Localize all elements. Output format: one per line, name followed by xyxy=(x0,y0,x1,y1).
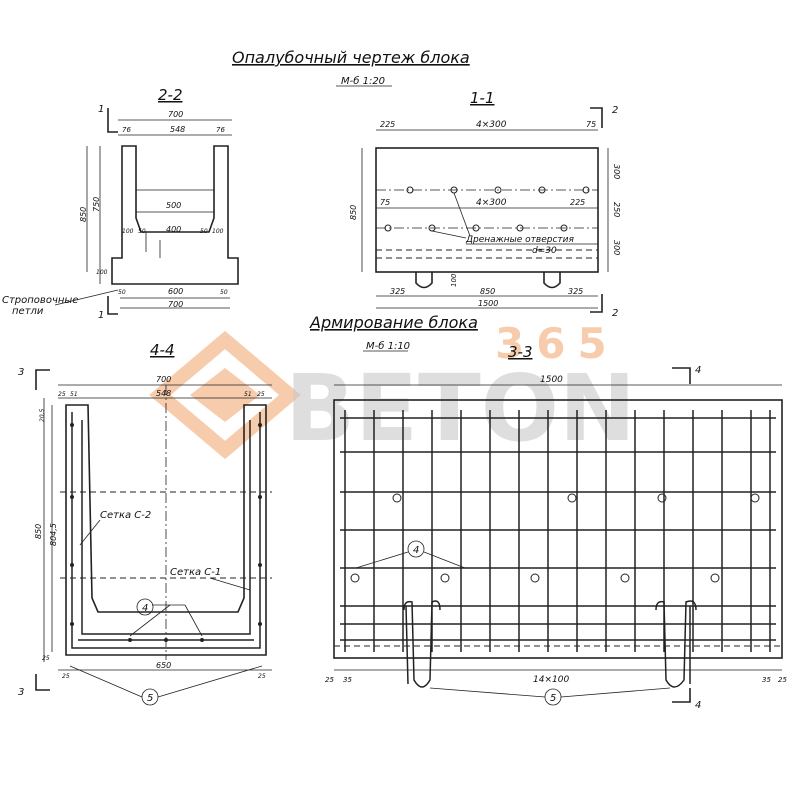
dim-44-650: 650 xyxy=(156,661,171,670)
dim-11-850-bottom: 850 xyxy=(480,287,495,296)
dim-11-325-right: 325 xyxy=(568,287,583,296)
dim-44-51-left: 51 xyxy=(70,391,78,398)
dim-44-850: 850 xyxy=(34,524,43,539)
dim-11-100: 100 xyxy=(450,273,458,287)
section-1-1: 1-1 2 2 225 4×300 75 300 250 300 850 75 … xyxy=(349,89,621,319)
dim-44-700: 700 xyxy=(156,375,171,384)
dim-33-25-left: 25 xyxy=(325,676,334,684)
dim-11-75-mid: 75 xyxy=(380,198,390,207)
dim-22-700-bottom: 700 xyxy=(168,300,183,309)
dim-22-400: 400 xyxy=(166,225,181,234)
dim-11-1500: 1500 xyxy=(478,299,498,308)
section-4-4: 4-4 3 3 700 25 51 548 51 25 20,5 850 804… xyxy=(18,341,272,706)
cut-mark-3-bottom: 3 xyxy=(18,687,24,698)
dim-22-548: 548 xyxy=(170,125,185,134)
cut-mark-1-top: 1 xyxy=(98,104,104,115)
drainage-holes-33 xyxy=(350,493,760,583)
rebar-grid-33 xyxy=(340,410,776,652)
title-reinforcement-scale: М-б 1:10 xyxy=(366,340,410,352)
dim-44-51-right: 51 xyxy=(244,391,252,398)
label-mesh-c1: Сетка С-1 xyxy=(170,567,221,578)
section-title-2-2: 2-2 xyxy=(158,86,183,104)
dim-33-35-left: 35 xyxy=(343,676,352,684)
callout-4-33 xyxy=(407,540,425,558)
dim-11-850: 850 xyxy=(349,205,358,220)
dim-44-25-bottom: 25 xyxy=(42,655,50,662)
dim-22-100b: 100 xyxy=(212,228,224,235)
dim-22-600: 600 xyxy=(168,287,183,296)
label-mesh-c2: Сетка С-2 xyxy=(100,510,151,521)
dim-44-804-5: 804,5 xyxy=(49,523,58,546)
watermark-logo-icon xyxy=(149,330,301,460)
dim-44-25-right: 25 xyxy=(257,391,265,398)
dim-11-225-top: 225 xyxy=(380,120,395,129)
dim-33-35-right: 35 xyxy=(762,676,771,684)
section-title-4-4: 4-4 xyxy=(150,341,175,359)
dim-22-500: 500 xyxy=(166,201,181,210)
dim-22-50b: 50 xyxy=(200,228,208,235)
dim-22-100c: 100 xyxy=(96,269,108,276)
dim-44-20-5: 20,5 xyxy=(39,408,46,422)
cut-mark-2-top: 2 xyxy=(612,105,618,116)
callout-5-33-text: 5 xyxy=(550,693,556,704)
callout-5-44-text: 5 xyxy=(147,693,153,704)
cut-mark-3-top: 3 xyxy=(18,367,24,378)
title-formwork: Опалубочный чертеж блока xyxy=(232,48,470,67)
lifting-loop-right xyxy=(655,600,697,688)
dim-11-75-top: 75 xyxy=(586,120,596,129)
cut-mark-4-top: 4 xyxy=(695,365,701,376)
lifting-loop-left xyxy=(403,600,441,688)
callout-4-44-text: 4 xyxy=(142,603,148,614)
callout-4-44 xyxy=(136,598,154,616)
watermark-sub: 365 xyxy=(495,319,619,368)
section-title-3-3: 3-3 xyxy=(508,343,533,361)
cut-mark-1-bottom: 1 xyxy=(98,310,104,321)
callout-4-33-text: 4 xyxy=(413,545,419,556)
title-formwork-scale: М-б 1:20 xyxy=(341,75,385,87)
dim-44-25-left-bottom: 25 xyxy=(62,673,70,680)
dim-22-76-right: 76 xyxy=(216,126,225,134)
label-drainage-holes: Дренажные отверстия xyxy=(465,235,575,245)
label-drainage-d: d=30 xyxy=(532,246,557,256)
cut-mark-2-bottom: 2 xyxy=(612,308,618,319)
dim-22-750: 750 xyxy=(92,197,101,212)
dim-22-50c: 50 xyxy=(118,289,126,296)
dim-11-225-mid: 225 xyxy=(570,198,585,207)
section-title-1-1: 1-1 xyxy=(470,89,495,107)
mesh-points-44 xyxy=(70,423,262,642)
dim-22-76-left: 76 xyxy=(122,126,131,134)
title-reinforcement: Армирование блока xyxy=(309,313,478,332)
dim-44-25-left: 25 xyxy=(58,391,66,398)
cut-mark-4-bottom: 4 xyxy=(695,700,701,711)
dim-44-548: 548 xyxy=(156,389,171,398)
dim-33-25-right: 25 xyxy=(778,676,787,684)
dim-33-14x100: 14×100 xyxy=(533,675,569,685)
dim-44-25-right-bottom: 25 xyxy=(258,673,266,680)
dim-11-250: 250 xyxy=(612,202,621,217)
dim-22-50a: 50 xyxy=(138,228,146,235)
dim-22-100a: 100 xyxy=(122,228,134,235)
dim-33-1500: 1500 xyxy=(540,375,563,385)
dim-11-300-a: 300 xyxy=(612,164,621,179)
dim-11-300-b: 300 xyxy=(612,240,621,255)
section-2-2: 2-2 1 1 700 76 548 76 850 750 500 400 10… xyxy=(2,86,239,321)
section-3-3: 3-3 4 4 xyxy=(325,343,787,711)
dim-22-850: 850 xyxy=(79,207,88,222)
label-lifting-loops: Строповочные xyxy=(2,295,78,306)
dim-11-325-left: 325 xyxy=(390,287,405,296)
dim-11-4x300-top: 4×300 xyxy=(476,120,507,130)
dim-22-700-top: 700 xyxy=(168,110,183,119)
label-lifting-loops-2: петли xyxy=(12,306,44,317)
dim-11-4x300-mid: 4×300 xyxy=(476,198,507,208)
dim-22-50d: 50 xyxy=(220,289,228,296)
